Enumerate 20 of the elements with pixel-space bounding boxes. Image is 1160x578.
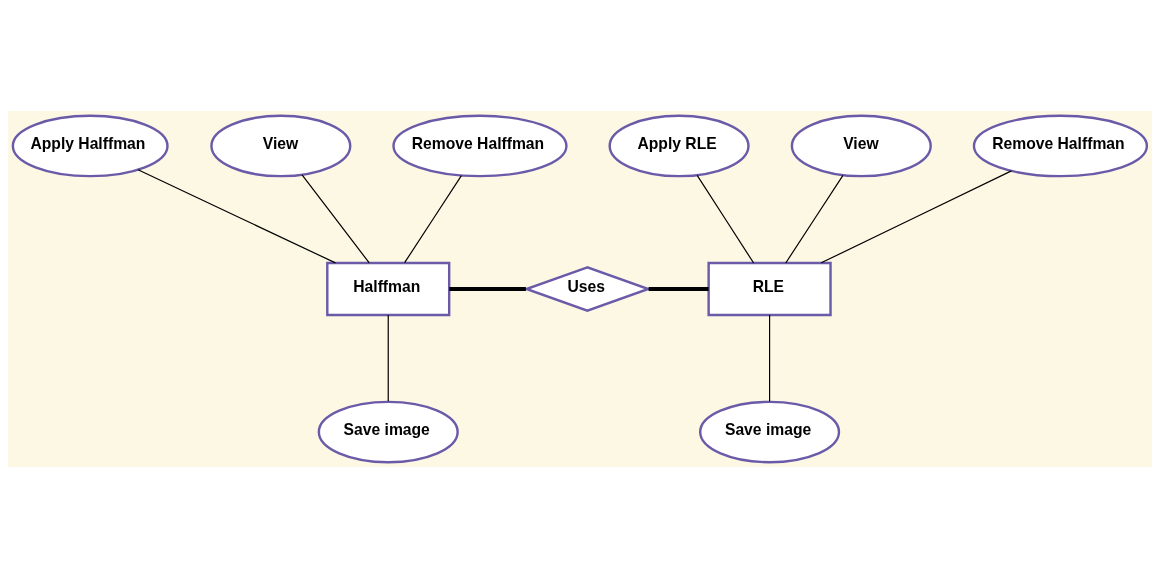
node-box: RLE (707, 261, 832, 317)
connector (301, 174, 370, 264)
node-box: Halffman (326, 261, 451, 317)
connector (404, 175, 462, 264)
connector (648, 286, 709, 292)
connector (449, 286, 526, 292)
connector (696, 174, 755, 264)
node-ellipse: Remove Halffman (972, 114, 1149, 178)
connector (785, 174, 844, 264)
node-ellipse: View (790, 114, 932, 178)
node-ellipse: View (210, 114, 352, 178)
node-ellipse: Save image (317, 400, 459, 464)
connector (387, 314, 389, 402)
connector (137, 169, 337, 264)
node-ellipse: Apply RLE (608, 114, 750, 178)
node-ellipse: Save image (699, 400, 841, 464)
connector (769, 314, 771, 402)
node-ellipse: Apply Halffman (11, 114, 169, 178)
node-ellipse: Remove Halffman (392, 114, 568, 178)
connector (820, 170, 1012, 264)
